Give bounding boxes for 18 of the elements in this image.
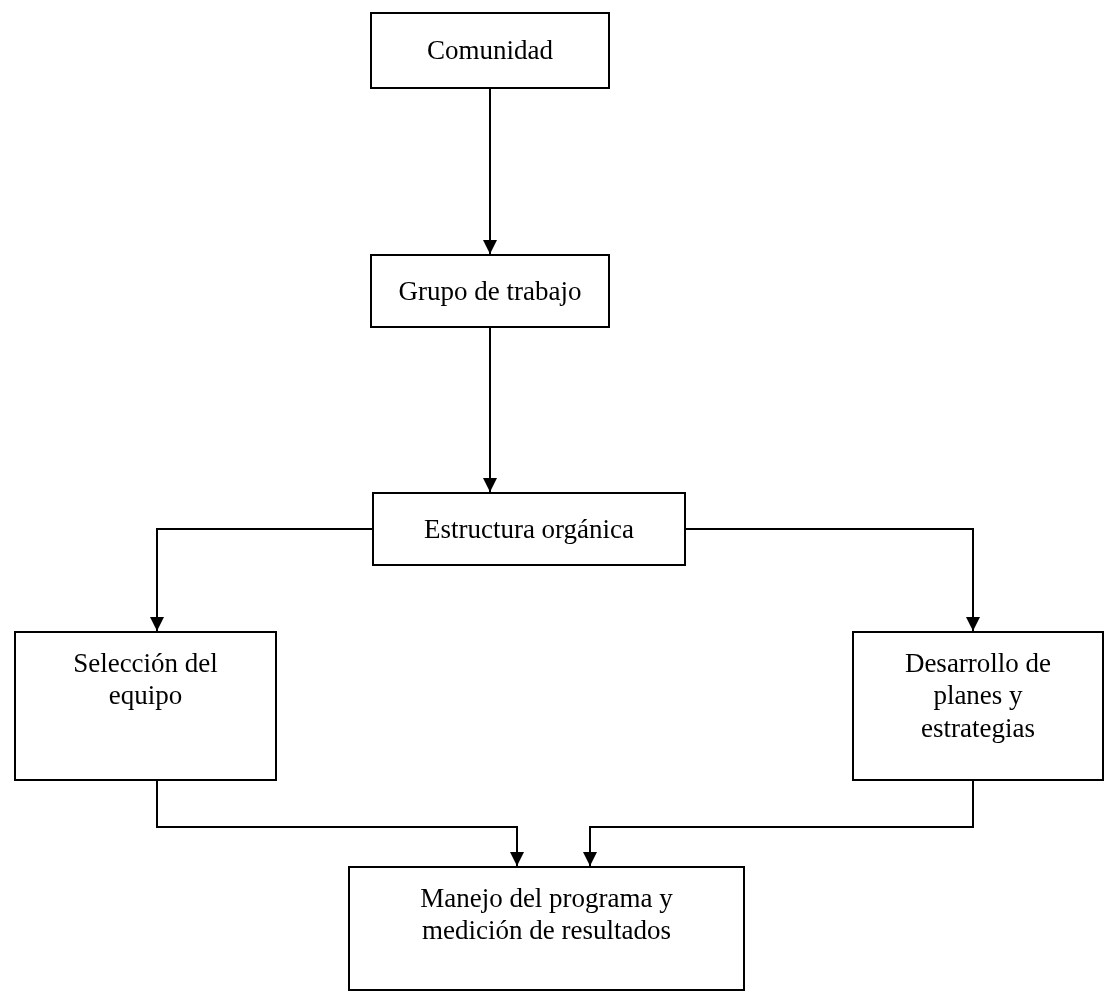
process-box	[370, 12, 610, 89]
process-box	[852, 631, 1104, 781]
box-label: Grupo de trabajo	[398, 274, 582, 308]
box-label: Estructura orgánica	[423, 512, 635, 546]
arrow	[685, 528, 980, 632]
process-box	[348, 866, 745, 991]
process-box	[14, 631, 277, 781]
box-label: Desarrollo de planes y estrategias	[903, 647, 1053, 745]
process-box	[370, 254, 610, 328]
box-label: Selección del equipo	[72, 647, 219, 712]
box-label: Manejo del programa y medición de resultados	[419, 882, 674, 947]
process-box	[372, 492, 686, 566]
arrow	[583, 780, 974, 867]
arrow	[156, 780, 524, 867]
arrow	[483, 327, 497, 493]
box-label: Comunidad	[427, 34, 553, 67]
arrow	[483, 88, 497, 255]
arrow	[150, 528, 373, 632]
